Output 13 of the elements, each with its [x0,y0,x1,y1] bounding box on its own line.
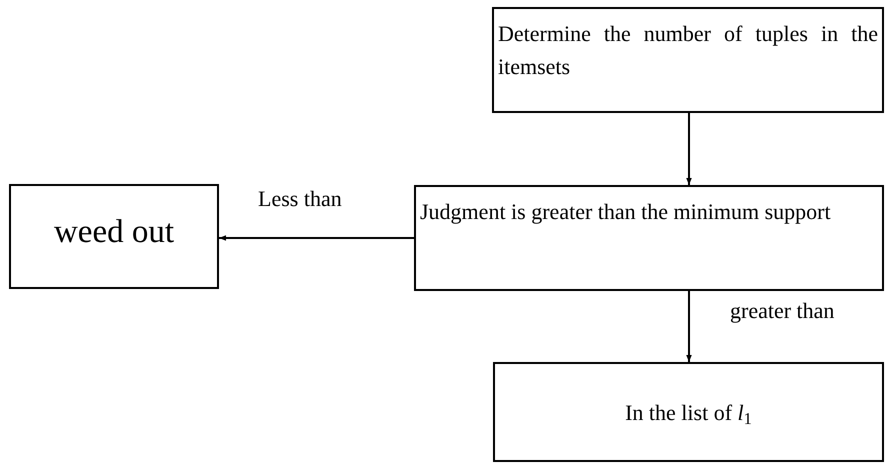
process-box [9,184,219,289]
box-text: weed out [54,212,174,252]
box-text: Determine the number of tuples in the itemsets [498,20,878,81]
process-box [492,7,884,113]
box-text: Judgment is greater than the minimum support [420,198,832,226]
arrow [219,235,414,241]
edge-label: Less than [258,188,342,210]
process-box [493,362,884,462]
process-box [414,185,884,291]
arrow [686,113,692,185]
arrow [686,291,692,362]
edge-label: greater than [730,300,834,322]
box-text: In the list of l$_{1}$ [625,398,752,428]
